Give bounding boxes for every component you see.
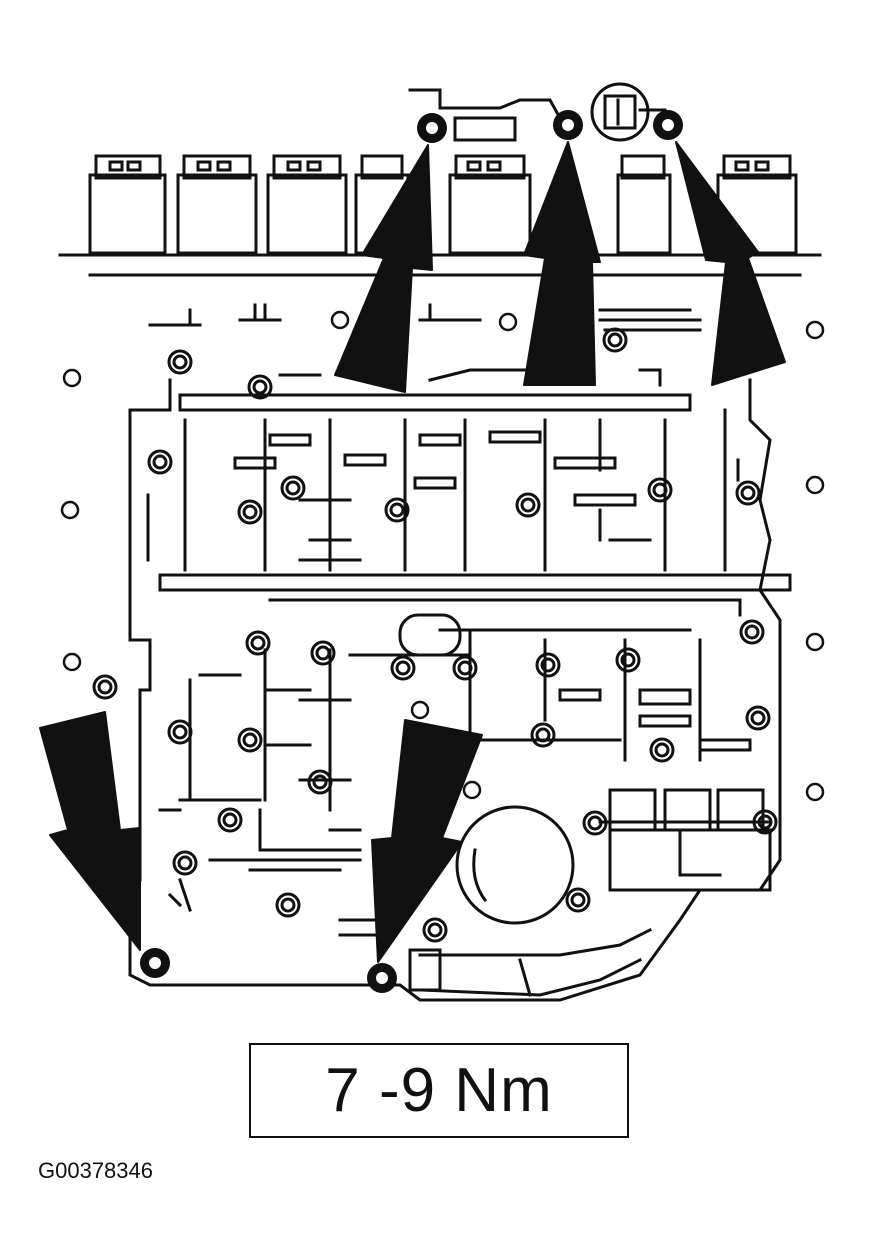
torque-spec-box: 7 -9 Nm	[249, 1043, 629, 1138]
bolt	[237, 727, 263, 753]
bolt	[245, 630, 271, 656]
arrow-bottom-left	[39, 711, 141, 951]
valve-body-outline	[128, 378, 792, 1002]
bolt	[167, 719, 193, 745]
figure-id: G00378346	[38, 1158, 153, 1183]
bolt	[310, 640, 336, 666]
arrow-bottom-middle	[371, 719, 483, 963]
bolt	[237, 499, 263, 525]
lower-right-components	[408, 788, 772, 997]
bolt	[422, 917, 448, 943]
bolt	[752, 809, 778, 835]
bolt	[92, 674, 118, 700]
arrow-top-middle	[523, 141, 601, 386]
top-bracket	[408, 82, 667, 142]
bolt	[172, 850, 198, 876]
upper-valve-section	[146, 303, 740, 572]
indicated-bolt	[553, 110, 583, 140]
bolt	[280, 475, 306, 501]
arrow-top-right	[675, 141, 786, 386]
arrow-top-left	[334, 144, 433, 393]
bolt	[452, 655, 478, 681]
bolt	[384, 497, 410, 523]
bolt	[217, 807, 243, 833]
bolt	[647, 477, 673, 503]
bolt	[739, 619, 765, 645]
bolt	[147, 449, 173, 475]
bolt	[615, 647, 641, 673]
bolt	[735, 480, 761, 506]
bolt	[247, 374, 273, 400]
valve-body-diagram	[39, 82, 825, 1002]
bolt	[530, 722, 556, 748]
indicated-bolt	[417, 113, 447, 143]
mounting-holes	[60, 310, 825, 802]
bolts	[92, 327, 778, 943]
bolt	[745, 705, 771, 731]
bolt	[649, 737, 675, 763]
bolt	[582, 810, 608, 836]
bolt	[602, 327, 628, 353]
indicated-bolt	[140, 948, 170, 978]
bolt	[307, 769, 333, 795]
bolt	[535, 652, 561, 678]
indicated-bolts	[140, 110, 683, 993]
bolt	[275, 892, 301, 918]
bolt	[565, 887, 591, 913]
torque-spec-label: 7 -9 Nm	[325, 1056, 553, 1125]
bolt	[390, 655, 416, 681]
indicated-bolt	[653, 110, 683, 140]
bolt	[167, 349, 193, 375]
callout-arrows	[39, 141, 786, 963]
bolt	[515, 492, 541, 518]
indicated-bolt	[367, 963, 397, 993]
